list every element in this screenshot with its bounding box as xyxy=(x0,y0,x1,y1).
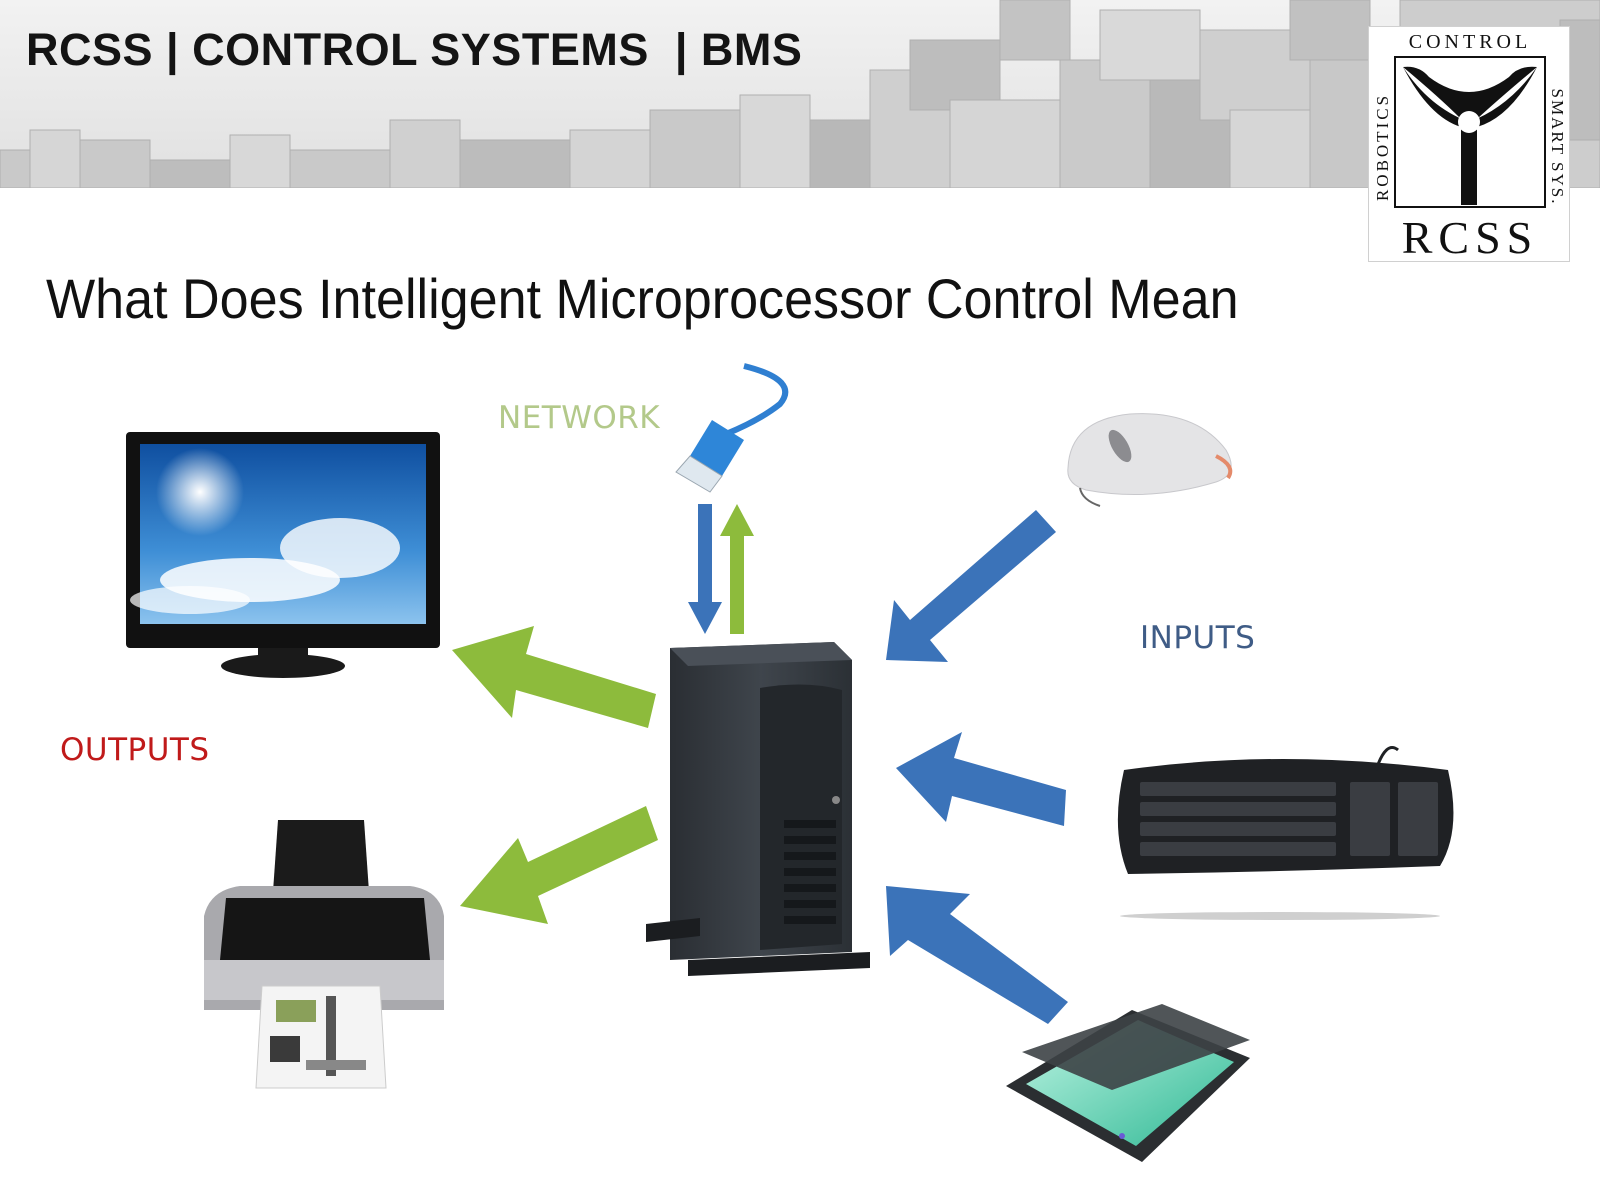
outputs-label: OUTPUTS xyxy=(60,732,210,768)
computer-tower-icon xyxy=(646,642,870,976)
network-label: NETWORK xyxy=(498,400,660,436)
keyboard-icon xyxy=(1118,748,1454,921)
ethernet-cable-icon xyxy=(676,366,785,492)
output-arrow-monitor xyxy=(452,626,656,728)
network-arrow-down xyxy=(688,504,722,634)
input-arrow-keyboard xyxy=(896,732,1066,826)
network-arrow-up xyxy=(720,504,754,634)
input-arrow-scanner xyxy=(886,886,1068,1024)
printer-icon xyxy=(204,820,444,1088)
mouse-icon xyxy=(1068,414,1231,506)
input-arrow-mouse xyxy=(886,510,1056,662)
output-arrow-printer xyxy=(460,806,658,924)
scanner-icon xyxy=(1006,1004,1250,1162)
monitor-icon xyxy=(126,432,440,678)
inputs-label: INPUTS xyxy=(1140,620,1255,656)
